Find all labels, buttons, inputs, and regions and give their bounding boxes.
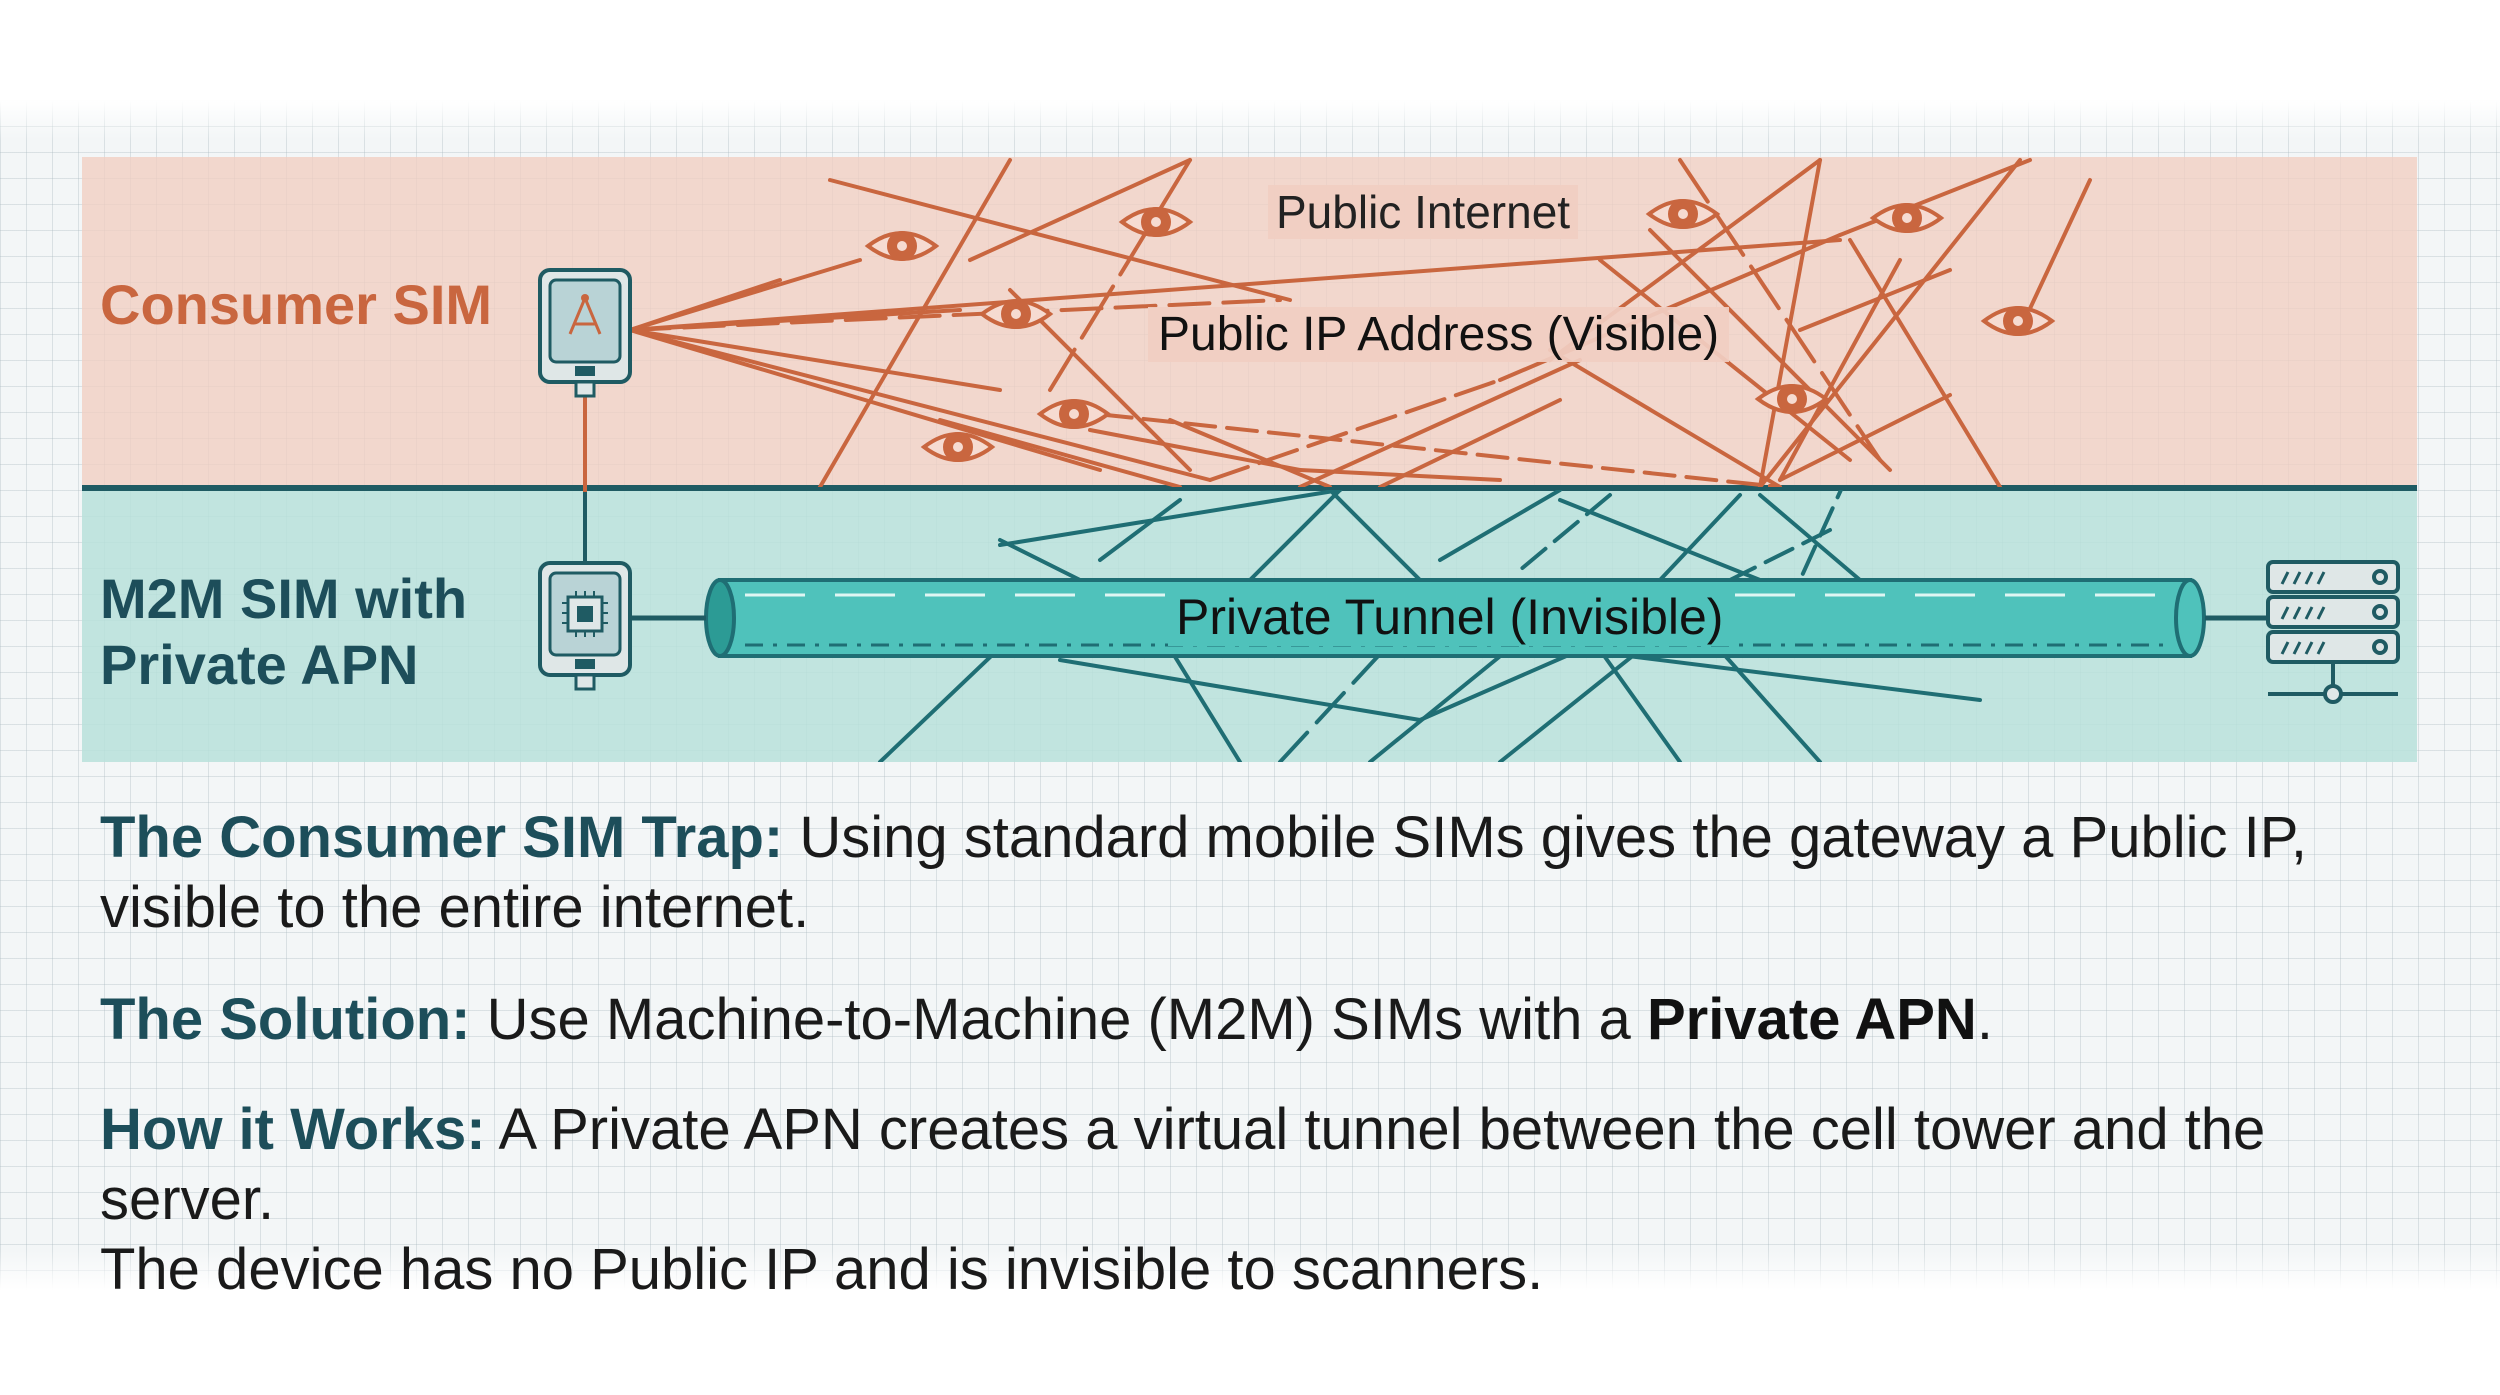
eye-icon (1036, 399, 1112, 429)
zone-divider (82, 485, 2417, 491)
m2m-label-line1: M2M SIM with (100, 567, 468, 630)
how-body-line2: The device has no Public IP and is invis… (100, 1237, 1544, 1302)
eye-icon (920, 432, 996, 462)
solution-heading: The Solution: (100, 987, 471, 1052)
trap-body-line2: visible to the entire internet. (100, 875, 810, 940)
how-heading: How it Works: (100, 1097, 486, 1162)
eye-icon (1754, 384, 1830, 414)
eye-icon (1980, 306, 2056, 336)
solution-body: Use Machine-to-Machine (M2M) SIMs with a (470, 987, 1647, 1052)
solution-paragraph: The Solution: Use Machine-to-Machine (M2… (100, 985, 2430, 1055)
bottom-margin (0, 1290, 2500, 1395)
public-ip-label: Public IP Address (Visible) (1148, 307, 1730, 362)
m2m-label-line2: Private APN (100, 633, 419, 696)
how-it-works-paragraph: How it Works: A Private APN creates a vi… (100, 1095, 2430, 1305)
eye-icon (864, 231, 940, 261)
how-body-line1: A Private APN creates a virtual tunnel b… (100, 1097, 2266, 1232)
private-tunnel-label: Private Tunnel (Invisible) (1168, 588, 1732, 646)
solution-end: . (1976, 987, 1993, 1052)
sim-card-icon (538, 268, 632, 398)
trap-body-line1: Using standard mobile SIMs gives the gat… (783, 805, 2308, 870)
eye-icon (1869, 203, 1945, 233)
chip-sim-card-icon (538, 561, 632, 691)
eye-icon (1118, 207, 1194, 237)
server-rack-icon (2266, 560, 2400, 704)
grid-fade-top (0, 100, 2500, 140)
grid-fade-bottom (0, 1250, 2500, 1290)
public-internet-label: Public Internet (1268, 185, 1579, 239)
eye-icons (864, 199, 2056, 462)
trap-heading: The Consumer SIM Trap: (100, 805, 784, 870)
consumer-sim-trap-paragraph: The Consumer SIM Trap: Using standard mo… (100, 803, 2430, 943)
m2m-sim-label: M2M SIM with Private APN (100, 566, 467, 698)
eye-icon (1645, 199, 1721, 229)
consumer-sim-label: Consumer SIM (100, 273, 493, 336)
solution-strong: Private APN (1646, 987, 1977, 1052)
eye-icon (978, 299, 1054, 329)
